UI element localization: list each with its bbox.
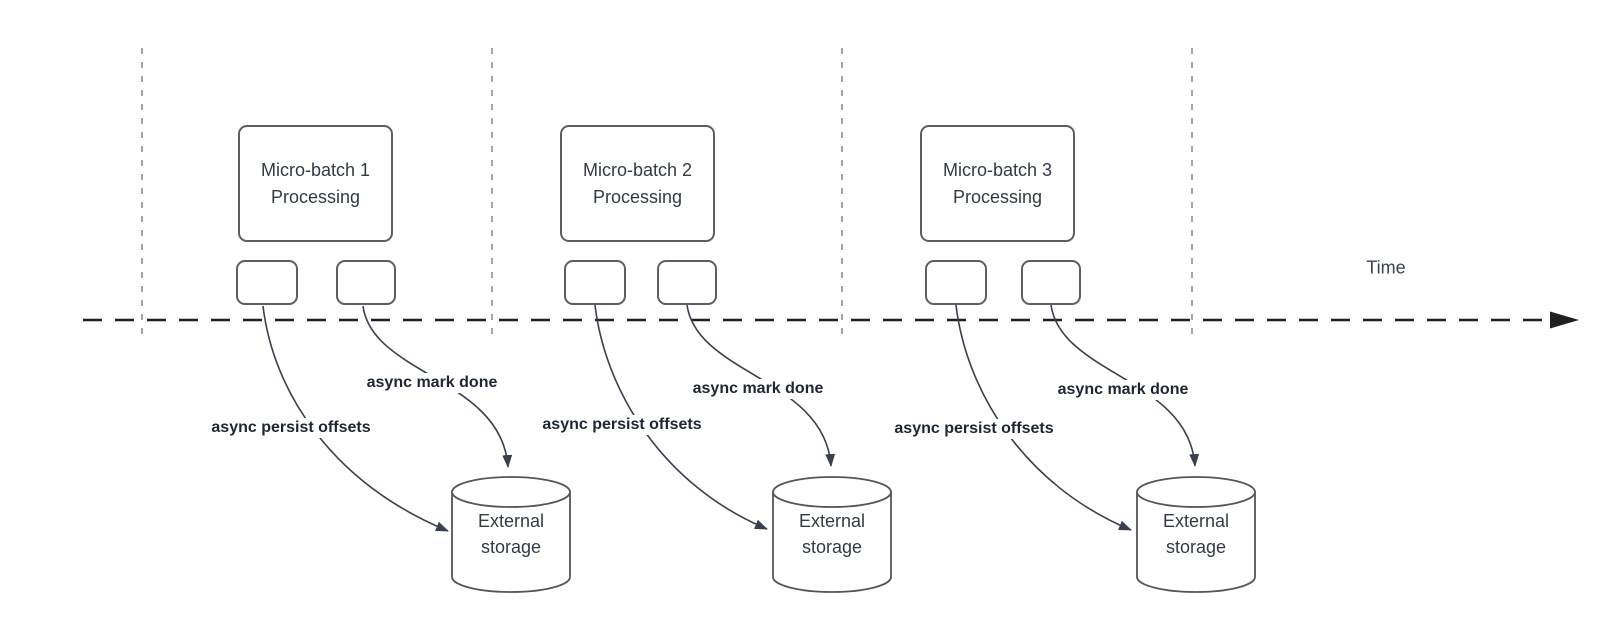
external-storage-line1: External [477,511,545,531]
commit-task-box-3 [1021,260,1081,305]
storage-cylinders [451,476,1256,593]
offset-task-box-2 [564,260,626,305]
commit-task-box-2 [657,260,717,305]
external-storage-label-1: External storage [478,508,544,560]
storage-cylinder-top-3 [1136,476,1256,508]
external-storage-label-2: External storage [799,508,865,560]
external-storage-line2: storage [1165,537,1227,557]
micro-batch-title-2: Micro-batch 2 Processing [583,157,692,211]
offset-task-box-1 [236,260,298,305]
persist-offsets-label-3: async persist offsets [891,419,1057,439]
mark-done-label-2: async mark done [689,379,827,399]
persist-offsets-arrow-3 [955,304,1132,531]
time-axis [83,311,1579,329]
async-arrows [262,304,1200,532]
mark-done-arrow-3 [1050,304,1200,467]
micro-batch-title-line1: Micro-batch 3 [942,159,1053,180]
micro-batch-title-line2: Processing [952,186,1043,207]
mark-done-arrow-2 [686,304,836,467]
external-storage-line1: External [1162,511,1230,531]
storage-cylinder-body-3 [1136,492,1256,593]
micro-batch-box-1: Micro-batch 1 Processing [238,125,393,242]
micro-batch-title-1: Micro-batch 1 Processing [261,157,370,211]
commit-task-box-1 [336,260,396,305]
micro-batch-title-line1: Micro-batch 2 [582,159,693,180]
micro-batch-box-2: Micro-batch 2 Processing [560,125,715,242]
micro-batch-title-line2: Processing [592,186,683,207]
external-storage-line2: storage [480,537,542,557]
storage-cylinder-top-1 [451,476,571,508]
external-storage-label-3: External storage [1163,508,1229,560]
time-axis-arrowhead-icon [1550,311,1579,329]
storage-cylinder-body-1 [451,492,571,593]
offset-task-box-3 [925,260,987,305]
external-storage-line2: storage [801,537,863,557]
mark-done-label-1: async mark done [363,373,501,393]
micro-batch-title-3: Micro-batch 3 Processing [943,157,1052,211]
persist-offsets-label-2: async persist offsets [539,415,705,435]
micro-batch-title-line2: Processing [270,186,361,207]
storage-cylinder-body-2 [772,492,892,593]
micro-batch-box-3: Micro-batch 3 Processing [920,125,1075,242]
storage-cylinder-top-2 [772,476,892,508]
external-storage-line1: External [798,511,866,531]
persist-offsets-label-1: async persist offsets [208,418,374,438]
time-axis-label: Time [1366,257,1406,278]
mark-done-label-3: async mark done [1054,380,1192,400]
micro-batch-title-line1: Micro-batch 1 [260,159,371,180]
